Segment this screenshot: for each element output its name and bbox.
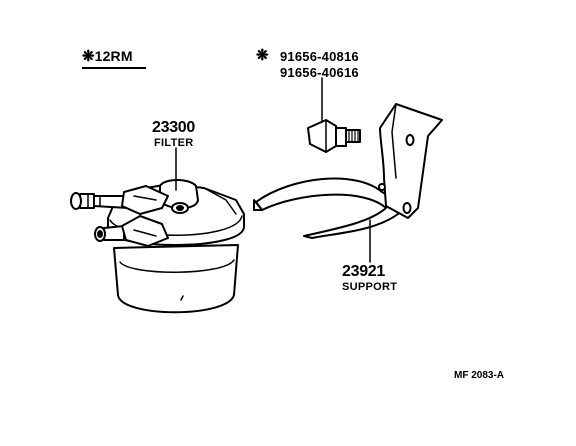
support-part-name: SUPPORT — [342, 281, 398, 293]
bolt-part-number-2: 91656-40616 — [280, 65, 359, 80]
asterisk-mark-icon: ❋ — [82, 48, 95, 65]
support-part-number: 23921 — [342, 263, 385, 280]
bolt-drawing — [307, 119, 361, 153]
variant-code: 12RM — [94, 48, 133, 64]
fuel-filter-drawing — [70, 179, 246, 314]
bolt-asterisk-icon: ❋ — [256, 47, 269, 64]
filter-part-name: FILTER — [154, 137, 194, 149]
bolt-part-number-1: 91656-40816 — [280, 49, 359, 64]
leader-lines — [175, 77, 371, 263]
support-bracket-drawing — [253, 103, 443, 239]
variant-underline — [82, 67, 146, 69]
filter-part-number: 23300 — [152, 119, 195, 136]
variant-note: ❋12RM — [82, 49, 133, 65]
diagram-reference-code: MF 2083-A — [454, 370, 505, 381]
